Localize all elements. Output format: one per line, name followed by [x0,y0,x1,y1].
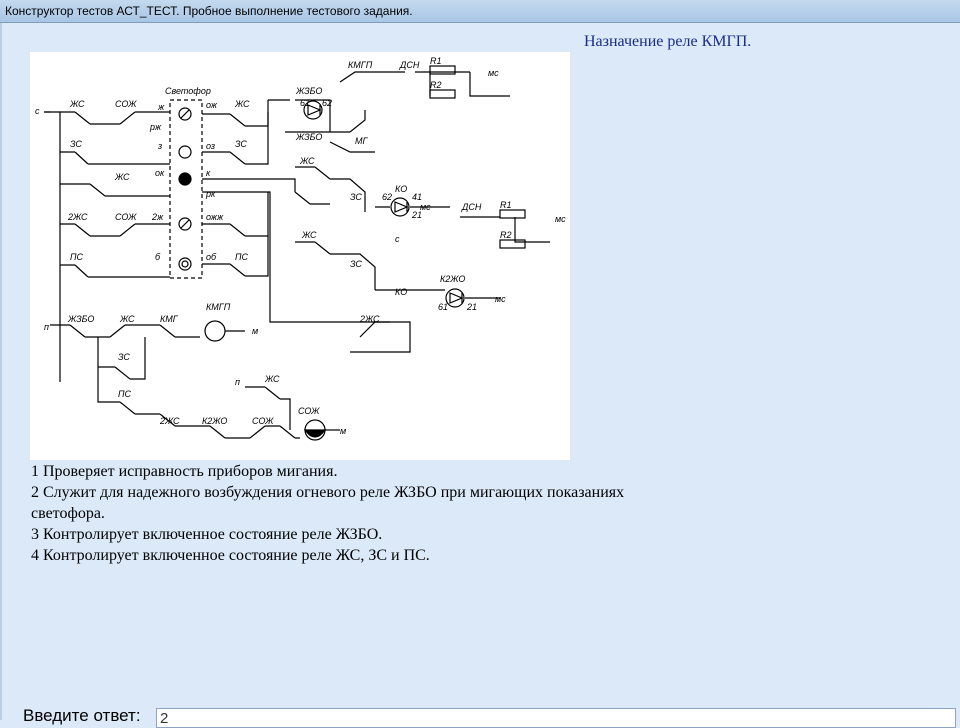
label-ko: КО [395,184,407,194]
label-rzh: рж [149,122,162,132]
label-szh-4: СОЖ [298,406,320,416]
label-zs-4: ЗС [350,259,362,269]
label-n41: 41 [412,192,422,202]
label-c-2: с [395,234,400,244]
label-zhs2-2: 2ЖС [359,314,380,324]
label-ob: об [206,252,217,262]
label-dsn: ДСН [399,60,420,70]
label-szh: СОЖ [115,99,137,109]
answer-options: 1 Проверяет исправность приборов мигания… [31,461,651,566]
label-n61-2: 61 [438,302,448,312]
label-k2zho-2: К2ЖО [202,416,227,426]
label-zs: ЗС [70,139,82,149]
window-titlebar: Конструктор тестов АСТ_ТЕСТ. Пробное вып… [0,0,960,23]
label-zs-2: ЗС [235,139,247,149]
label-n61: 61 [300,98,310,108]
label-p: п [44,322,49,332]
label-zhs-6: ЖС [119,314,135,324]
question-title: Назначение реле КМГП. [584,33,752,50]
label-szh-3: СОЖ [252,416,274,426]
answer-option-1: 1 Проверяет исправность приборов мигания… [31,463,338,480]
label-ps-3: ПС [118,389,132,399]
answer-prompt-label: Введите ответ: [23,706,141,725]
label-zs-5: ЗС [118,352,130,362]
answer-input[interactable] [156,708,956,728]
label-szh-2: СОЖ [115,212,137,222]
answer-option-2: 2 Служит для надежного возбуждения огнев… [31,484,625,522]
label-zh: ж [157,102,165,112]
answer-option-4: 4 Контролирует включенное состояние реле… [31,547,430,564]
label-n62: 62 [322,98,332,108]
label-zhzbo-3: ЖЗБО [67,314,94,324]
label-k2zho: К2ЖО [440,274,465,284]
label-n21: 21 [411,210,422,220]
label-kmg: КМГ [160,314,179,324]
label-c: с [35,106,40,116]
label-kmgp: КМГП [348,60,373,70]
label-zhs-2: ЖС [114,172,130,182]
label-oz: оз [206,141,215,151]
window-title: Конструктор тестов АСТ_ТЕСТ. Пробное вып… [5,4,413,18]
answer-option-3: 3 Контролирует включенное состояние реле… [31,526,383,543]
label-dsn-2: ДСН [461,202,482,212]
label-zs-3: ЗС [350,192,362,202]
label-r2: R2 [430,80,442,90]
label-ms-3: мс [555,214,566,224]
label-kmgp-2: КМГП [206,302,231,312]
label-svetofor: Светофор [165,86,211,96]
label-ps: ПС [70,252,84,262]
label-zhs-7: ЖС [264,374,280,384]
label-k: к [206,168,211,178]
label-ozh2: ожж [206,212,224,222]
label-n62-2: 62 [382,192,392,202]
label-ko-2: КО [395,287,407,297]
label-ms-4: мс [495,294,506,304]
label-r1: R1 [430,56,442,66]
label-zhzbo-2: ЖЗБО [295,132,322,142]
label-zhs: ЖС [69,99,85,109]
label-zhs2-3: 2ЖС [159,416,180,426]
label-zhs-5: ЖС [301,230,317,240]
label-n21-2: 21 [466,302,477,312]
label-zhs2: 2ЖС [67,212,88,222]
label-zhs-4: ЖС [299,156,315,166]
label-r1-2: R1 [500,200,512,210]
label-ok: ок [155,168,165,178]
label-mg: МГ [355,136,368,146]
label-z: з [157,141,162,151]
label-b: б [155,252,161,262]
label-ms: мс [488,68,499,78]
label-rzh2: 2ж [151,212,164,222]
label-ms-2: мс [420,202,431,212]
label-m-2: м [340,426,346,436]
label-ozh: ож [206,100,218,110]
label-ps-2: ПС [235,252,249,262]
label-zhs-3: ЖС [234,99,250,109]
label-r2-2: R2 [500,230,512,240]
label-zhzbo: ЖЗБО [295,86,322,96]
label-p-2: п [235,377,240,387]
circuit-svg: с ЖС СОЖ Светофор ж рж ЗС з ЖС ок 2ЖС СО… [35,56,566,441]
label-rk: рк [205,189,216,199]
label-m: м [252,326,258,336]
circuit-diagram: с ЖС СОЖ Светофор ж рж ЗС з ЖС ок 2ЖС СО… [30,52,570,460]
